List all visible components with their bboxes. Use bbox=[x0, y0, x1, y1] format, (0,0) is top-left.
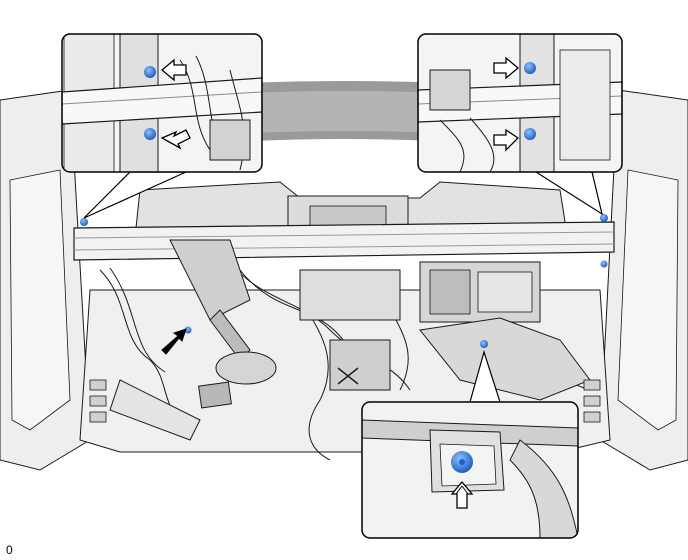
callout-upper-left bbox=[61, 33, 263, 173]
fastener-icon bbox=[144, 66, 156, 78]
hollow-arrow-icon bbox=[493, 128, 520, 152]
main-view bbox=[0, 81, 688, 471]
hollow-arrow-icon bbox=[160, 129, 191, 150]
fastener-icon bbox=[524, 128, 536, 140]
callout-lower-center bbox=[361, 401, 579, 539]
hollow-arrow-icon bbox=[493, 56, 520, 80]
callout-upper-right bbox=[417, 33, 623, 173]
accelerator-pedal bbox=[198, 381, 232, 409]
figure-caption: 0 bbox=[6, 543, 13, 557]
main-fastener-left bbox=[80, 218, 88, 226]
main-fastener-right-lower bbox=[600, 260, 608, 268]
main-fastener-right bbox=[600, 214, 608, 222]
shift-boot bbox=[215, 351, 277, 385]
fastener-icon bbox=[144, 128, 156, 140]
fastener-icon bbox=[524, 62, 536, 74]
hollow-arrow-icon bbox=[160, 58, 187, 82]
solid-arrow-icon bbox=[161, 328, 187, 355]
cross-car-beam bbox=[73, 221, 615, 261]
steering-column bbox=[169, 239, 251, 321]
main-fastener-column bbox=[184, 326, 192, 334]
hollow-double-arrow-icon bbox=[450, 480, 474, 509]
main-fastener-center bbox=[480, 340, 488, 348]
